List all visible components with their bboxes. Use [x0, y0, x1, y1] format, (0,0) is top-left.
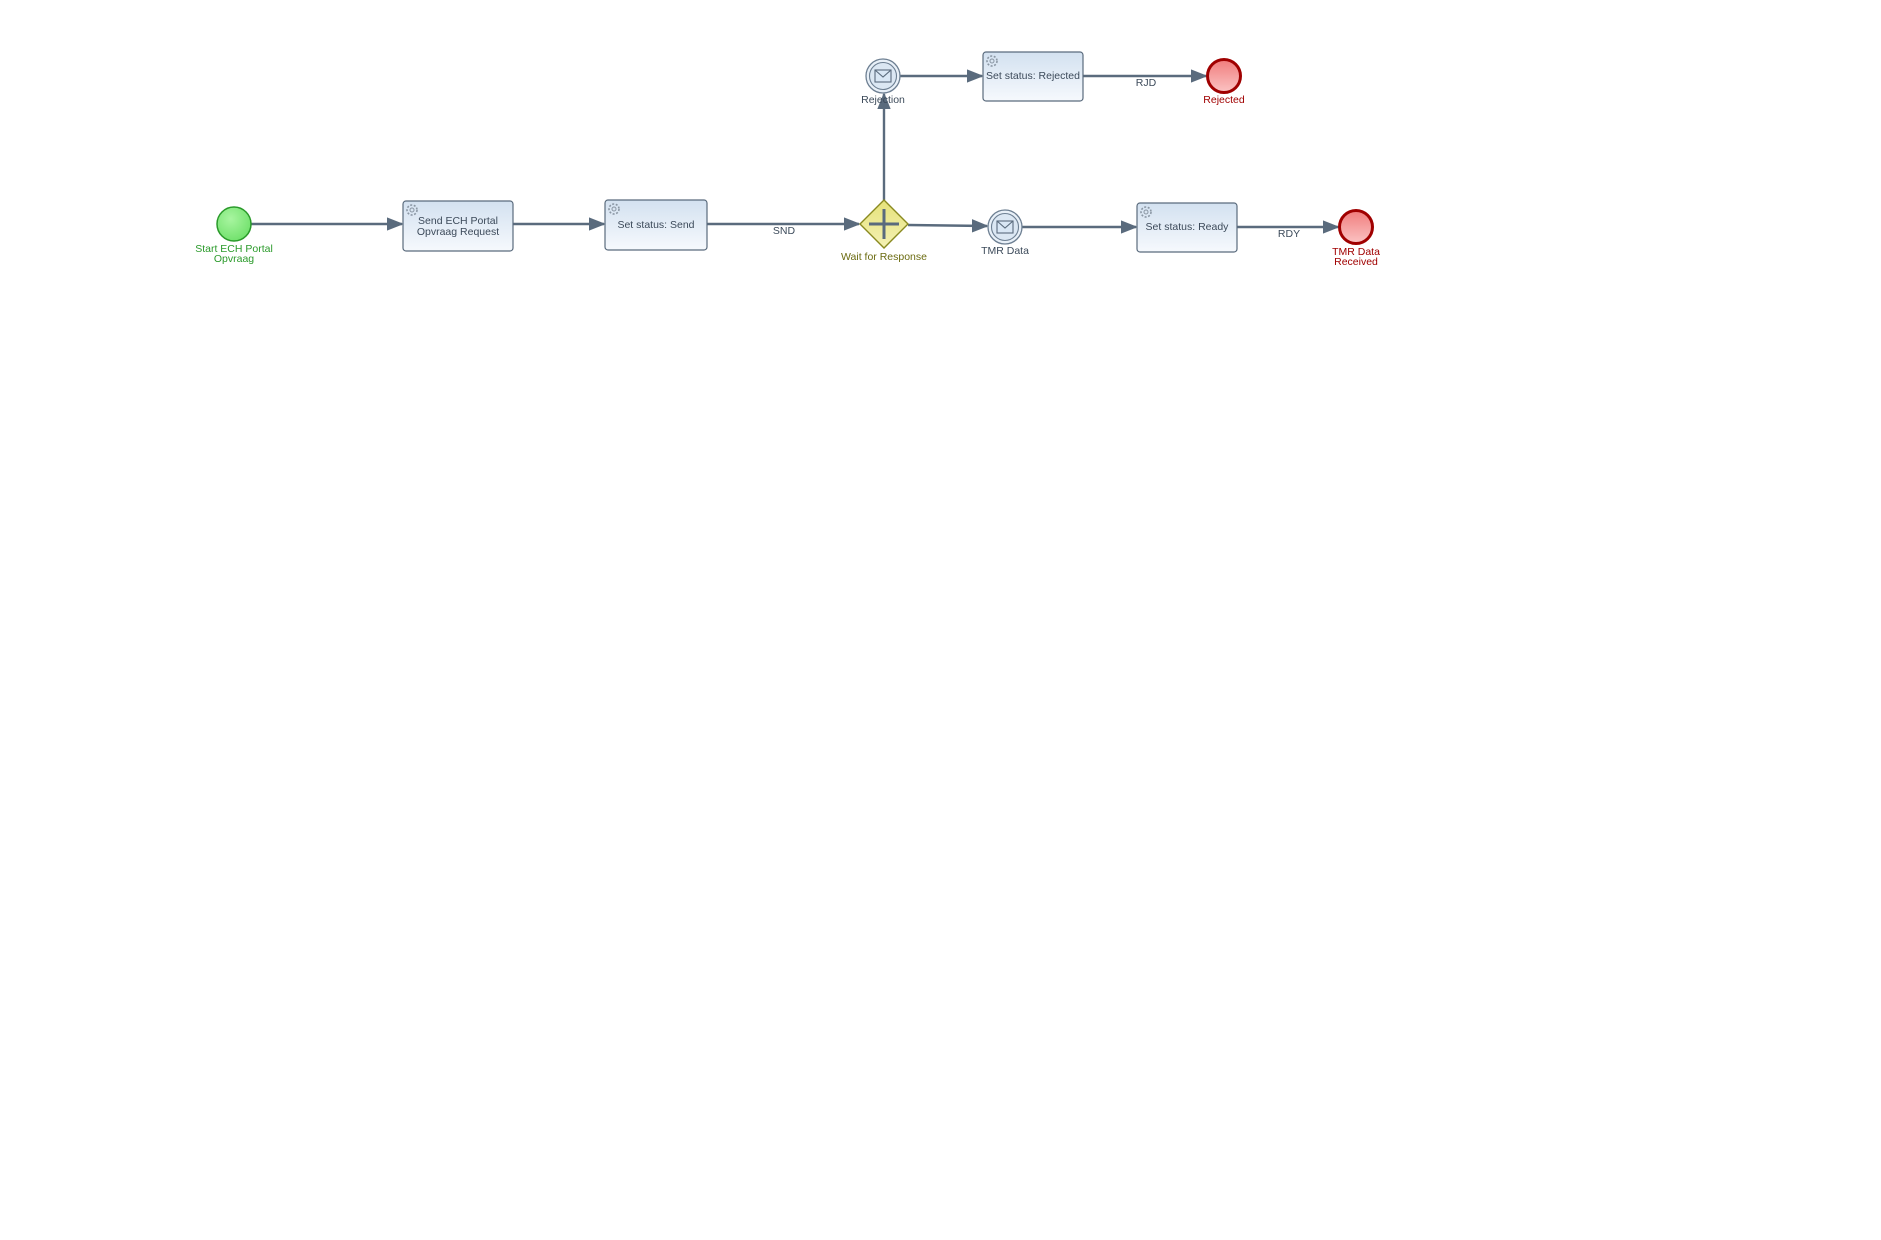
- task-set-status-rejected[interactable]: Set status: Rejected: [982, 51, 1084, 102]
- task-set-status-send[interactable]: Set status: Send: [604, 199, 708, 251]
- gateway-label: Wait for Response: [841, 251, 927, 263]
- message-event-tmr-data[interactable]: TMR Data: [981, 209, 1029, 257]
- svg-text:Set status: Ready: Set status: Ready: [1146, 221, 1230, 233]
- rejection-label: Rejection: [861, 94, 905, 106]
- envelope-icon: [996, 220, 1014, 234]
- sequence-flows: [251, 69, 1340, 234]
- svg-text:Set status: Send: Set status: Send: [617, 219, 694, 231]
- end-event-rejected[interactable]: Rejected: [1203, 58, 1245, 107]
- parallel-gateway[interactable]: Wait for Response: [841, 199, 927, 263]
- flow-label-snd: SND: [773, 225, 796, 237]
- flow-gateway-to-tmr-data[interactable]: [907, 219, 989, 233]
- plus-icon: [869, 209, 899, 239]
- envelope-icon: [874, 69, 892, 83]
- flow-label-rdy: RDY: [1278, 228, 1300, 240]
- task-set-status-ready[interactable]: Set status: Ready: [1136, 202, 1238, 253]
- tmr-data-label: TMR Data: [981, 245, 1029, 257]
- flow-label-rjd: RJD: [1136, 77, 1157, 89]
- svg-text:Set status: Rejected: Set status: Rejected: [986, 70, 1080, 82]
- message-event-rejection[interactable]: Rejection: [861, 58, 905, 106]
- end-rejected-label: Rejected: [1203, 94, 1245, 106]
